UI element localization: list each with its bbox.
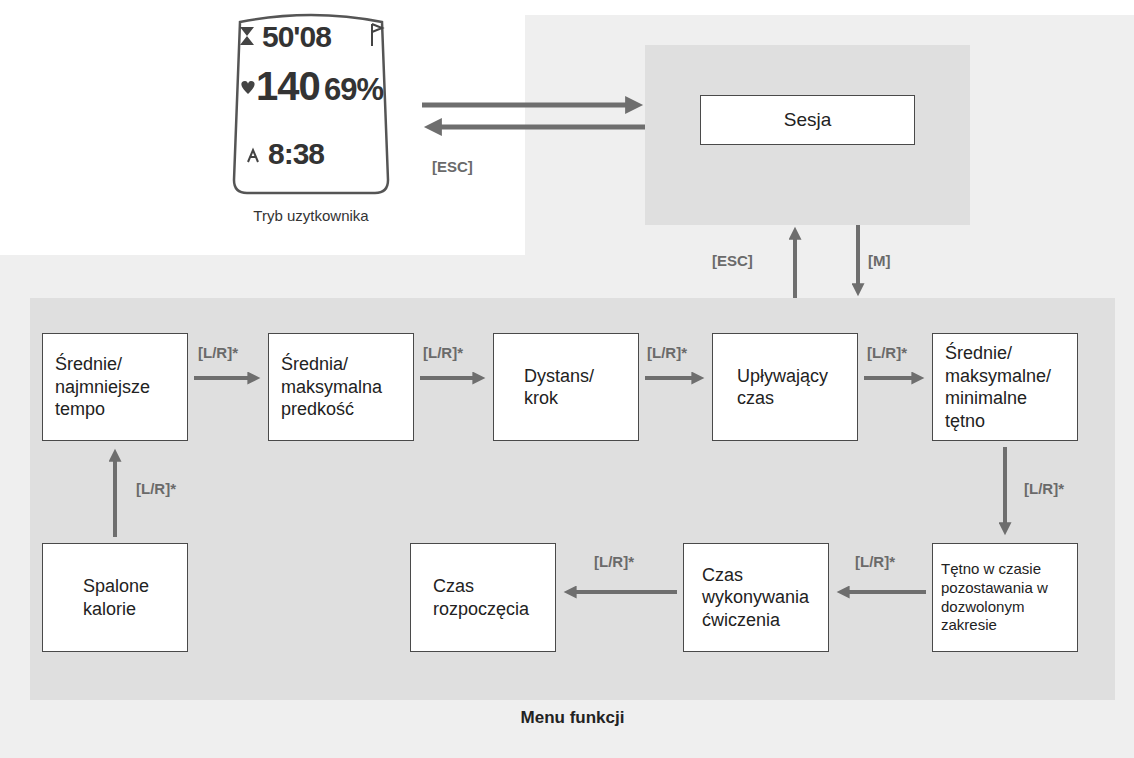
key-label: [L/R]* [1024, 480, 1064, 499]
watch-display [234, 15, 388, 193]
flow-arrow [441, 125, 645, 130]
flow-arrow [1003, 447, 1007, 523]
arrow-label-wrap: [ESC] [432, 158, 473, 177]
box-label: Średnia/ maksymalna predkość [281, 353, 403, 421]
flow-arrow [793, 239, 797, 298]
arrow-label-wrap: [L/R]* [1024, 480, 1064, 499]
function-box: Tętno w czasie pozostawania w dozwolonym… [932, 543, 1078, 652]
key-label: [L/R]* [647, 344, 687, 363]
box-label: Średnie/ maksymalne/ minimalne tętno [945, 342, 1071, 432]
flag-icon [372, 24, 382, 46]
box-label: Dystans/ krok [524, 365, 614, 410]
flow-arrow [422, 103, 626, 108]
menu-ground [30, 298, 1115, 700]
flow-arrow [194, 376, 248, 380]
heart-icon [241, 81, 254, 94]
box-label: Spalone kalorie [83, 575, 179, 620]
function-box: Dystans/ krok [493, 333, 639, 441]
box-label: Tętno w czasie pozostawania w dozwolonym… [941, 560, 1073, 635]
function-box: Upływający czas [712, 333, 858, 441]
session-panel: Sesja [645, 45, 970, 225]
display-wrap: 50'08 [262, 22, 331, 52]
alarm-icon [248, 150, 258, 162]
function-box: Spalone kalorie [42, 543, 188, 652]
outer-ground [0, 15, 1134, 758]
arrow-label-wrap: [L/R]* [423, 344, 463, 363]
display-outline [234, 15, 388, 193]
arrow-label-wrap: [M] [868, 252, 891, 271]
arrow-label-wrap: [L/R]* [136, 480, 176, 499]
flow-arrow [576, 590, 677, 594]
arrow-label-wrap: [L/R]* [594, 553, 634, 572]
flow-arrow [856, 225, 860, 284]
display-wrap: 140 [256, 66, 320, 106]
display-reading: 69% [324, 74, 383, 105]
display-wrap: 69% [324, 74, 383, 105]
display-reading: 8:38 [268, 139, 324, 169]
key-label: [L/R]* [136, 480, 176, 499]
arrow-label-wrap: [ESC] [712, 252, 753, 271]
hourglass-icon [240, 27, 254, 45]
key-label: [L/R]* [594, 553, 634, 572]
key-label: [ESC] [432, 158, 473, 177]
function-box: Średnia/ maksymalna predkość [268, 333, 414, 441]
flow-arrow [849, 590, 926, 594]
box-label: Średnie/ najmniejsze tempo [55, 353, 177, 421]
menu-panel: Menu funkcjiŚrednie/ najmniejsze tempoŚr… [30, 298, 1115, 700]
display-wrap: 8:38 [268, 139, 324, 169]
function-box: Średnie/ maksymalne/ minimalne tętno [932, 333, 1078, 441]
flow-arrow [645, 376, 692, 380]
function-box: Średnie/ najmniejsze tempo [42, 333, 188, 441]
arrow-label-wrap: [L/R]* [198, 344, 238, 363]
box-label: Czas rozpoczęcia [433, 575, 545, 620]
panel-caption: Tryb uzytkownika [253, 207, 368, 232]
key-label: [L/R]* [423, 344, 463, 363]
function-box: Czas rozpoczęcia [410, 543, 556, 652]
display-reading: 140 [256, 66, 320, 106]
session-label: Sesja [700, 95, 915, 145]
panel-caption: Menu funkcji [521, 707, 625, 728]
box-label: Upływający czas [737, 365, 841, 410]
box-label: Czas wykonywania ćwiczenia [702, 564, 820, 632]
key-label: [L/R]* [855, 553, 895, 572]
key-label: [ESC] [712, 252, 753, 271]
arrow-label-wrap: [L/R]* [647, 344, 687, 363]
key-label: [L/R]* [867, 344, 907, 363]
key-label: [L/R]* [198, 344, 238, 363]
session-ground [645, 45, 970, 225]
arrow-label-wrap: [L/R]* [867, 344, 907, 363]
display-reading: 50'08 [262, 22, 331, 52]
flow-arrow [113, 461, 117, 537]
flow-arrow [420, 376, 473, 380]
arrow-label-wrap: [L/R]* [855, 553, 895, 572]
function-box: Czas wykonywania ćwiczenia [683, 543, 829, 652]
flow-arrow [864, 376, 912, 380]
key-label: [M] [868, 252, 891, 271]
